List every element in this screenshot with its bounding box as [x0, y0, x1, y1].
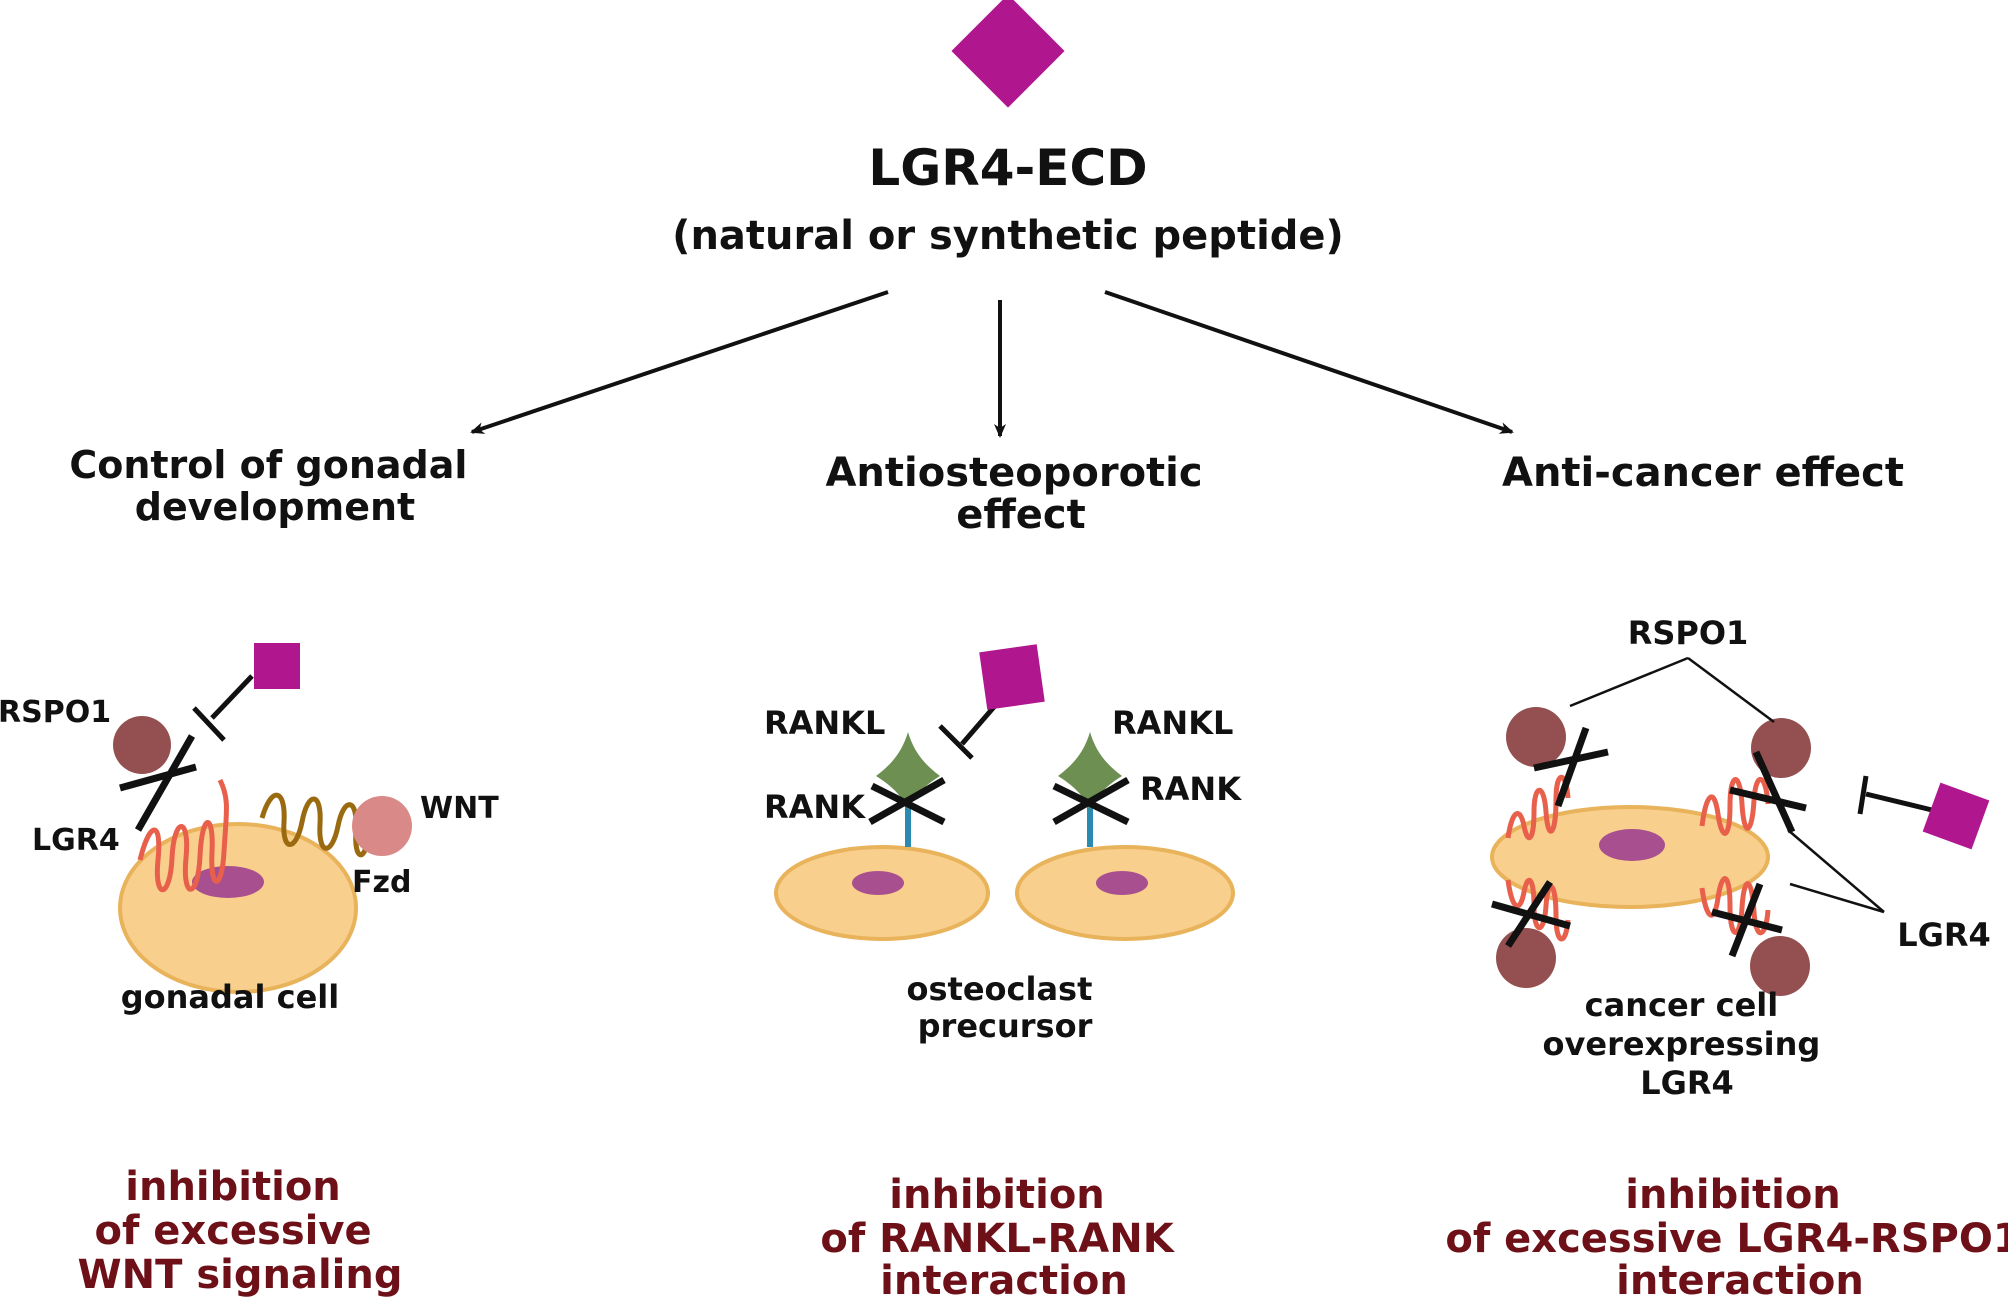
peptide-diamond-icon — [951, 0, 1065, 108]
peptide-square-icon — [254, 643, 300, 689]
rank-label-left: RANK — [764, 788, 866, 826]
branch-heading-anticancer: Anti-cancer effect — [1502, 450, 1904, 496]
rspo1-ligand-icon — [113, 716, 171, 774]
rankl-ligand-right-icon — [1058, 732, 1122, 810]
wnt-label: WNT — [420, 791, 499, 826]
rspo1-ligand-upper-left-icon — [1506, 707, 1566, 767]
lgr4-receptor-upper-left-icon — [1505, 774, 1571, 841]
lgr4-receptor-lower-left-icon — [1505, 877, 1571, 942]
peptide-square-center-icon — [979, 644, 1045, 710]
cancer-cell-label: cancer cell overexpressing LGR4 — [1543, 986, 1832, 1102]
blocked-x-icon — [119, 734, 197, 832]
inhibition-bar-icon — [192, 674, 254, 742]
gonadal-panel: RSPO1 LGR4 WNT Fzd gonadal cell — [0, 643, 499, 1016]
inhibition-bar-right-icon — [1857, 775, 1933, 815]
rspo1-ligand-lower-left-icon — [1496, 928, 1556, 988]
blocked-x-left-icon — [868, 776, 946, 826]
rankl-ligand-left-icon — [876, 732, 940, 810]
outcome-gonadal: inhibition of excessive WNT signaling — [78, 1164, 403, 1298]
osteoclast-nucleus-left — [852, 871, 904, 895]
branch-arrows — [470, 290, 1514, 438]
lgr4-receptor-icon — [137, 778, 229, 893]
arrow-left — [470, 290, 889, 434]
blocked-x-right-icon — [1052, 776, 1130, 826]
osteoclast-cell-label: osteoclast precursor — [906, 970, 1103, 1045]
gonadal-cell — [118, 822, 358, 994]
rspo1-label: RSPO1 — [0, 695, 111, 730]
rankl-label-left: RANKL — [764, 704, 885, 742]
rspo1-ligand-upper-right-icon — [1751, 718, 1811, 778]
page-title: LGR4-ECD — [868, 139, 1147, 197]
gonadal-cell-label: gonadal cell — [121, 978, 339, 1016]
branch-heading-antiosteoporotic: Antiosteoporotic effect — [825, 450, 1216, 538]
rank-label-right: RANK — [1140, 770, 1242, 808]
outcome-osteoclast: inhibition of RANKL-RANK interaction — [820, 1172, 1187, 1299]
rspo1-label-cancer: RSPO1 — [1628, 614, 1749, 652]
page-subtitle: (natural or synthetic peptide) — [672, 213, 1344, 259]
fzd-label: Fzd — [352, 865, 411, 900]
gonadal-nucleus — [192, 866, 264, 898]
branch-heading-gonadal: Control of gonadal development — [69, 443, 480, 529]
outcome-cancer: inhibition of excessive LGR4-RSPO1 inter… — [1445, 1172, 2008, 1299]
cancer-nucleus — [1599, 829, 1665, 861]
wnt-ligand-icon — [352, 796, 412, 856]
lgr4-receptor-lower-right-icon — [1699, 876, 1771, 936]
peptide-diamond-right-icon — [1922, 782, 1990, 850]
rankl-label-right: RANKL — [1112, 704, 1233, 742]
lgr4-label: LGR4 — [32, 823, 120, 858]
cancer-panel: RSPO1 LGR4 cancer cell overexpressing LG… — [1490, 614, 1991, 1102]
osteoclast-nucleus-right — [1096, 871, 1148, 895]
rspo1-ligand-lower-right-icon — [1750, 936, 1810, 996]
blocked-x-cancer-icons — [1491, 726, 1807, 958]
arrow-right — [1104, 290, 1514, 434]
lgr4-label-cancer: LGR4 — [1897, 916, 1991, 954]
rspo1-callout-lines — [1569, 656, 1775, 724]
osteoclast-panel: RANKL RANK RANKL RANK osteoclast precurs… — [764, 644, 1242, 1045]
lgr4-callout-lines — [1787, 829, 1885, 914]
